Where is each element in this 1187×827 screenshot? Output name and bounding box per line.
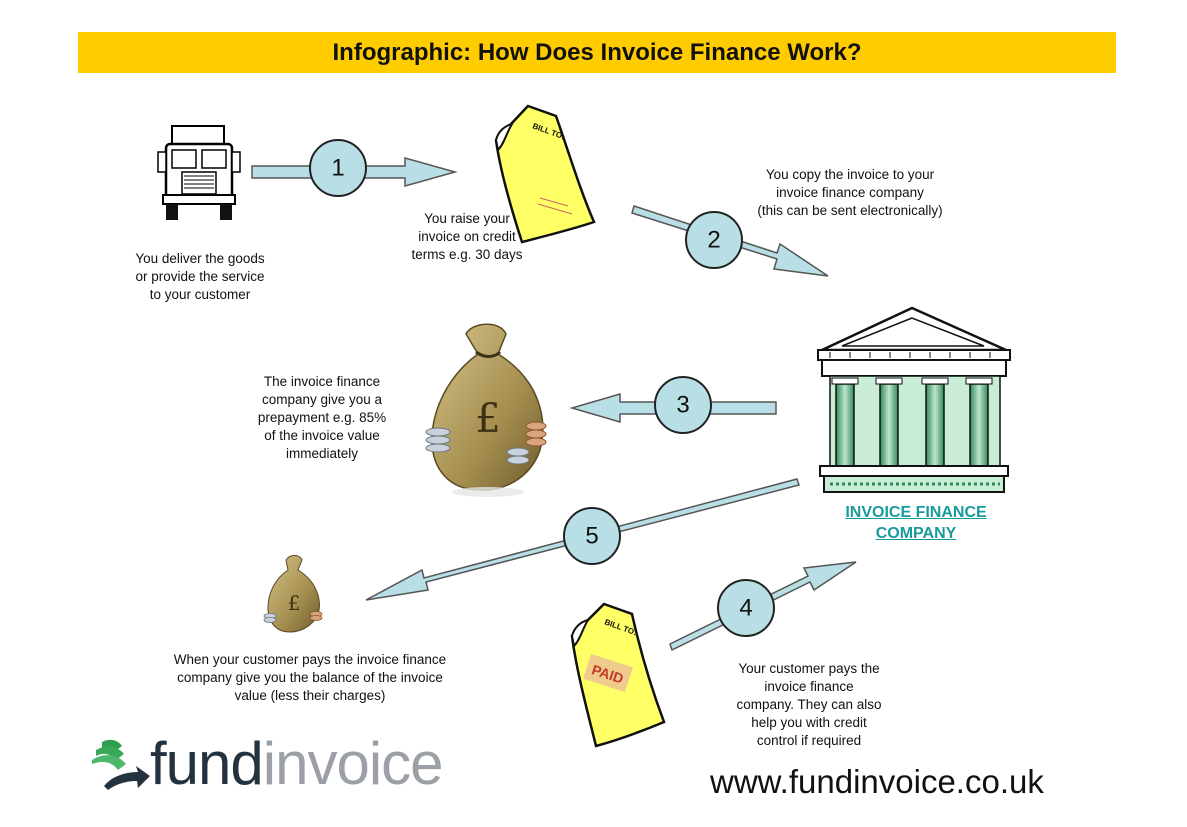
money-bag-large-icon: £ [425, 323, 547, 497]
step-number-4: 4 [739, 595, 752, 622]
arrow-step-4: 4 [669, 561, 857, 652]
svg-text:£: £ [475, 396, 500, 442]
paid-invoice-icon: BILL TO: PAID [570, 602, 666, 748]
step-number-1: 1 [331, 155, 344, 182]
arrow-step-1: 1 [251, 139, 458, 197]
money-bag-small-icon: £ [263, 555, 323, 633]
truck-icon [157, 125, 241, 220]
arrow-step-2: 2 [631, 205, 829, 277]
final-balance-caption: When your customer pays the invoice fina… [173, 652, 447, 703]
step-1-caption: You deliver the goods or provide the ser… [135, 251, 265, 302]
logo-text: fundinvoice [150, 729, 444, 798]
arrow-step-3: 3 [569, 376, 777, 434]
fundinvoice-logo: fundinvoice [88, 730, 508, 805]
bank-icon [817, 306, 1011, 493]
page-title: Infographic: How Does Invoice Finance Wo… [332, 39, 862, 66]
svg-text:£: £ [288, 591, 301, 615]
invoice-finance-company-label[interactable]: INVOICE FINANCE COMPANY [845, 504, 987, 542]
fundinvoice-logo-icon [92, 739, 150, 790]
step-2-caption: You raise your invoice on credit terms e… [411, 211, 523, 262]
step-5-caption: Your customer pays the invoice finance c… [736, 661, 882, 748]
logo-text-fund: fund [150, 730, 264, 797]
step-number-3: 3 [676, 392, 689, 419]
step-number-5: 5 [585, 523, 598, 550]
title-bar: Infographic: How Does Invoice Finance Wo… [78, 32, 1116, 73]
logo-text-invoice: invoice [262, 730, 444, 797]
invoice-icon: BILL TO: [494, 104, 596, 244]
arrow-step-5: 5 [365, 478, 800, 601]
step-number-2: 2 [707, 227, 720, 254]
website-link[interactable]: www.fundinvoice.co.uk [710, 763, 1044, 800]
step-4-caption: The invoice finance company give you a p… [257, 374, 387, 461]
step-3-caption: You copy the invoice to your invoice fin… [757, 167, 943, 218]
